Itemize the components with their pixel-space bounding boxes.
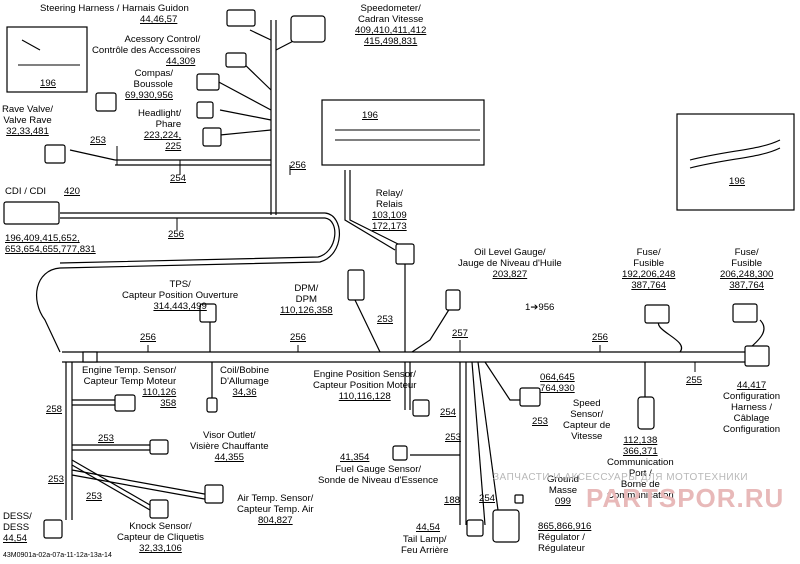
wire-254-a: 254 [170,173,187,184]
tail-connector [466,519,484,537]
cdi-label: CDI / CDI [5,186,47,197]
speedometer-connector [290,15,326,43]
regulator-connector [492,509,520,543]
speed-sensor-parts: 064,645 764,930 [540,372,575,394]
comm-port-label: 112,138 366,371 Communication Port / Bor… [607,435,674,501]
oil-label: Oil Level Gauge/ Jauge de Niveau d'Huile… [458,247,562,280]
accessory-label: Acessory Control/ Contrôle des Accessoir… [92,34,201,56]
wire-258: 258 [46,404,63,415]
wire-253-e: 253 [86,491,103,502]
wire-253-d: 253 [48,474,65,485]
wire-254-c: 254 [479,493,496,504]
engine-pos-connector [412,399,430,417]
watermark-text: ЗАПЧАСТИ И АКСЕССУАРЫ ДЛЯ МОТОТЕХНИКИ [493,472,749,483]
dpm-connector [347,269,365,301]
relay-label: Relay/ Relais 103,109 172,173 [372,188,407,232]
relay-connector [395,243,415,265]
accessory-parts: 44,309 [166,56,196,67]
wire-253-c: 253 [98,433,115,444]
fuel-connector [392,445,408,461]
wire-253-b: 253 [377,314,394,325]
wire-257: 257 [452,328,469,339]
steering-connector [226,9,256,27]
accessory-connector [225,52,247,68]
fuse2-connector [732,303,758,323]
cdi-connector [3,201,60,225]
tps-connector [199,303,217,323]
wire-253-f: 253 [445,432,462,443]
watermark-logo: PARTSPOR.RU [586,483,785,513]
visor-label: Visor Outlet/ Visière Chauffante 44,355 [190,430,269,463]
oil-connector [445,289,461,311]
wire-188: 188 [444,495,461,506]
inset-left-num: 196 [40,78,57,89]
speedometer-label: Speedometer/ Cadran Vitesse 409,410,411,… [355,3,427,47]
wire-253-a: 253 [90,135,107,146]
config-label: 44,417 Configuration Harness / Câblage C… [723,380,781,435]
speed-sensor-connector [519,387,541,407]
steering-parts: 44,46,57 [140,14,178,25]
tail-parts: 44,54 [416,522,441,533]
cdi-parts: 196,409,415,652, 653,654,655,777,831 [5,233,96,255]
headlight-connector-1 [196,101,214,119]
air-label: Air Temp. Sensor/ Capteur Temp. Air 804,… [237,493,314,526]
dess-label: DESS/ DESS 44,54 [3,511,32,544]
fuel-parts: 41,354 [340,452,370,463]
drawing-code: 43M0901a-02a-07a-11-12a-13a-14 [3,552,112,559]
inset-box-relay [321,99,485,166]
wire-256-a: 256 [290,160,307,171]
visor-connector [149,439,169,455]
rave-connector-1 [95,92,117,112]
fuel-label: Fuel Gauge Sensor/ Sonde de Niveau d'Ess… [318,464,439,486]
wire-254-b: 254 [440,407,457,418]
wire-256-c: 256 [140,332,157,343]
engine-temp-connector [114,394,136,412]
headlight-connector-2 [202,127,222,147]
fuse1-label: Fuse/ Fusible 192,206,248 387,764 [622,247,676,291]
rave-connector-2 [44,144,66,164]
inset-box-right [676,113,795,211]
air-connector [204,484,224,504]
comm-port-connector [637,396,655,430]
headlight-label: Headlight/ Phare 223,224, 225 [138,108,182,152]
steering-label: Steering Harness / Harnais Guidon [40,3,189,14]
rave-label: Rave Valve/ Valve Rave 32,33,481 [2,104,54,137]
wire-253-g: 253 [532,416,549,427]
compas-connector [196,73,220,91]
ground-label: Ground Masse 099 [547,474,579,507]
tail-label: Tail Lamp/ Feu Arrière [401,534,449,556]
wire-256-d: 256 [290,332,307,343]
regulator-label: 865,866,916 Régulator / Régulateur [538,521,592,554]
fuse1-connector [644,304,670,324]
fuse2-label: Fuse/ Fusible 206,248,300 387,764 [720,247,774,291]
wire-255: 255 [686,375,703,386]
knock-label: Knock Sensor/ Capteur de Cliquetis 32,33… [117,521,204,554]
tps-label: TPS/ Capteur Position Ouverture 314,443,… [122,279,239,312]
dess-connector [43,519,63,539]
ground-connector [514,494,524,504]
cdi-num: 420 [64,186,81,197]
config-connector [744,345,770,367]
speed-sensor-label: Speed Sensor/ Capteur de Vitesse [563,398,611,442]
dpm-label: DPM/ DPM 110,126,358 [280,283,333,316]
coil-label: Coil/Bobine D'Allumage 34,36 [220,365,270,398]
knock-connector [149,499,169,519]
compas-label: Compas/ Boussole 69,930,956 [125,68,174,101]
wire-256-e: 256 [592,332,609,343]
inset-right-num: 196 [729,176,746,187]
engine-pos-label: Engine Position Sensor/ Capteur Position… [313,369,417,402]
coil-connector [206,397,218,413]
arrow-ref: 1➔956 [525,302,555,313]
inset-relay-num: 196 [362,110,379,121]
inset-box-left [6,26,88,93]
engine-temp-label: Engine Temp. Sensor/ Capteur Temp Moteur… [82,365,177,409]
wire-256-b: 256 [168,229,185,240]
